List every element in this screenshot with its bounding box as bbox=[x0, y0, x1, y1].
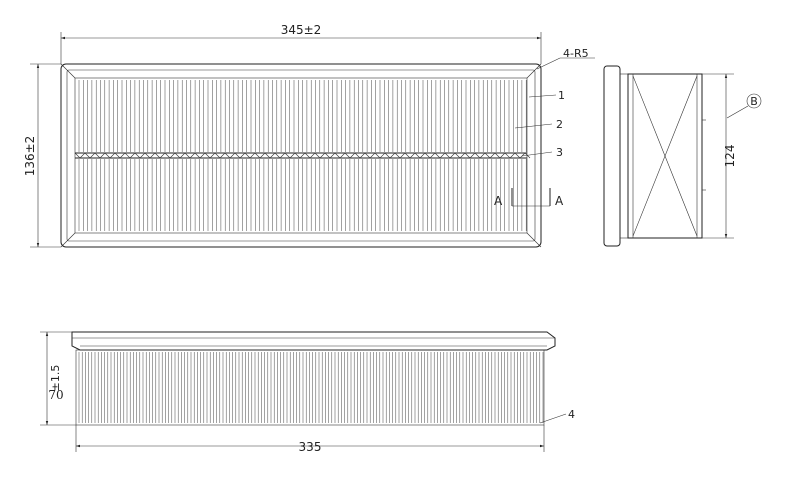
pleat-lines-top bbox=[78, 80, 527, 231]
side-height-label: 124 bbox=[723, 145, 737, 168]
callout-4: 4 bbox=[568, 408, 575, 421]
bottom-length-label: 335 bbox=[299, 440, 322, 454]
outer-frame bbox=[60, 63, 542, 248]
top-view: 345±2 136±2 4-R5 1 2 3 A A bbox=[23, 23, 595, 248]
datum-circle bbox=[746, 93, 762, 109]
callout-2: 2 bbox=[556, 118, 563, 131]
section-mark-right: A bbox=[555, 194, 564, 208]
bottom-height-label: 70 bbox=[48, 388, 63, 402]
datum-label: B bbox=[750, 95, 758, 108]
pleat-lines-bottom bbox=[78, 352, 544, 423]
side-view: 124 B bbox=[603, 65, 762, 247]
bottom-pleat-block bbox=[75, 349, 545, 426]
section-mark-left: A bbox=[494, 194, 503, 208]
bottom-flange bbox=[71, 331, 556, 351]
callout-1: 1 bbox=[558, 89, 565, 102]
bottom-height-tol: ±1.5 bbox=[49, 365, 62, 392]
side-body bbox=[627, 73, 703, 239]
reinforcement-strip bbox=[74, 152, 531, 159]
dim-height-label: 136±2 bbox=[23, 136, 37, 177]
side-flange bbox=[603, 65, 621, 247]
inner-frame bbox=[66, 69, 536, 242]
callout-3: 3 bbox=[556, 146, 563, 159]
corner-radius-note: 4-R5 bbox=[563, 47, 589, 60]
dim-length-label: 345±2 bbox=[281, 23, 322, 37]
bottom-view: ±1.5 70 335 4 bbox=[40, 331, 575, 454]
